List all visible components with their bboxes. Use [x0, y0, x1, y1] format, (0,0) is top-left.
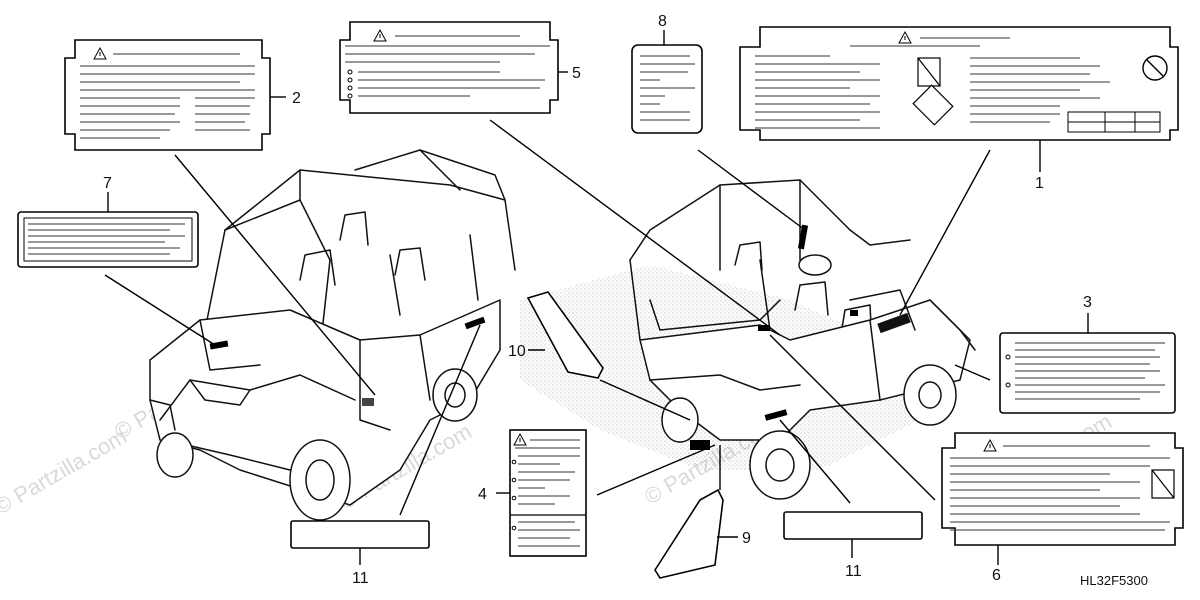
callout-9: 9 — [742, 530, 751, 547]
label-3: 3 — [999, 294, 1176, 414]
label-11-left: 11 — [290, 520, 430, 587]
callout-1: 1 — [1035, 175, 1044, 192]
callout-10: 10 — [508, 343, 526, 360]
label-1: 1 — [739, 26, 1179, 192]
leader-lines — [104, 119, 991, 516]
callout-8: 8 — [658, 13, 667, 30]
label-8: 8 — [631, 13, 703, 134]
label-2: 2 — [64, 39, 301, 151]
callout-4: 4 — [478, 486, 487, 503]
label-6: 6 — [941, 432, 1184, 584]
callout-3: 3 — [1083, 294, 1092, 311]
callout-7: 7 — [103, 175, 112, 192]
callout-11-left: 11 — [352, 570, 369, 587]
label-4: 4 — [478, 429, 587, 557]
label-9: 9 — [654, 488, 751, 579]
label-5: 5 — [339, 21, 581, 114]
callout-2: 2 — [292, 90, 301, 107]
callout-11-right: 11 — [845, 563, 862, 580]
diagram-code: HL32F5300 — [1080, 573, 1148, 588]
vehicle-right — [629, 179, 976, 500]
vehicle-left — [149, 149, 516, 521]
callout-5: 5 — [572, 65, 581, 82]
label-10: 10 — [508, 291, 604, 379]
watermark-1: © Partzilla.com — [0, 424, 131, 520]
label-11-right: 11 — [783, 511, 923, 580]
callout-6: 6 — [992, 567, 1001, 584]
label-7: 7 — [17, 175, 199, 268]
